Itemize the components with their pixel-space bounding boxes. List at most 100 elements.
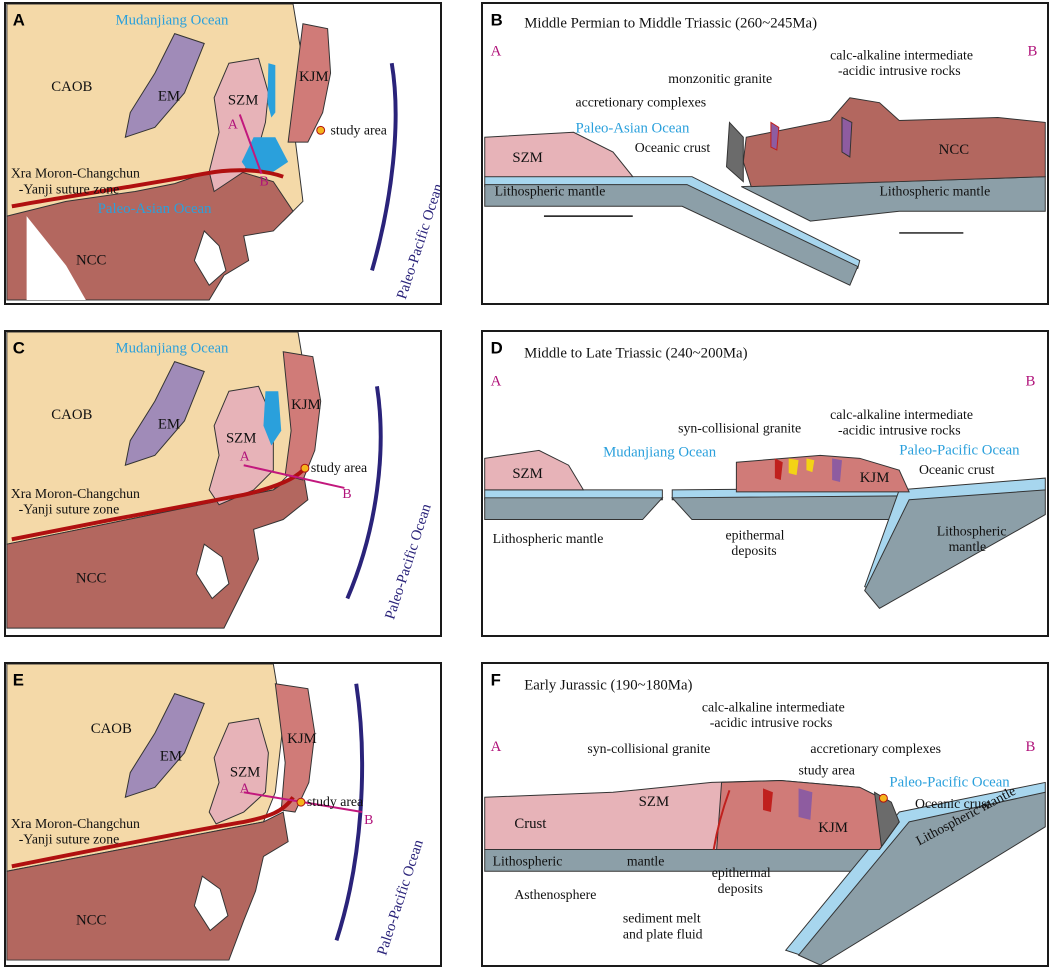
monzonitic-granite-body bbox=[770, 121, 780, 151]
suture-zone-line bbox=[11, 468, 305, 542]
sediment-melt-label-1: sediment melt bbox=[623, 911, 701, 926]
oceanic-crust-label: Oceanic crust bbox=[915, 796, 991, 811]
ncc-label: NCC bbox=[76, 571, 107, 587]
calc-alkaline-label-1: calc-alkaline intermediate bbox=[830, 47, 973, 62]
ncc-label: NCC bbox=[76, 253, 107, 269]
oceanic-crust-label: Oceanic crust bbox=[919, 462, 995, 477]
panel-title: Middle to Late Triassic (240~200Ma) bbox=[524, 346, 747, 362]
mudanjiang-ocean-label: Mudanjiang Ocean bbox=[115, 341, 229, 357]
panel-letter: A bbox=[13, 11, 25, 30]
suture-label-line2: -Yanji suture zone bbox=[19, 502, 120, 517]
szm-block bbox=[208, 717, 269, 825]
epithermal-deposit-1 bbox=[788, 458, 799, 476]
paleo-pacific-ocean-label: Paleo-Pacific Ocean bbox=[374, 837, 427, 957]
paleo-pacific-trench bbox=[370, 62, 398, 271]
suture-label-line1: Xra Moron-Changchun bbox=[11, 486, 140, 501]
oceanic-crust-label: Oceanic crust bbox=[635, 140, 711, 155]
syn-collisional-label: syn-collisional granite bbox=[678, 421, 801, 436]
em-block bbox=[124, 693, 205, 798]
point-b-label: B bbox=[342, 486, 351, 501]
kjm-label: KJM bbox=[287, 731, 317, 747]
paleo-asian-ocean-shape bbox=[241, 137, 289, 172]
intrusive-rock-body bbox=[832, 458, 842, 483]
mudanjiang-ocean-shape bbox=[263, 391, 282, 446]
study-area-marker bbox=[296, 797, 306, 807]
kjm-block bbox=[282, 351, 322, 481]
suture-label-line2: -Yanji suture zone bbox=[19, 832, 120, 847]
study-area-marker bbox=[300, 463, 310, 473]
lith-mid-label: mantle bbox=[627, 853, 665, 868]
lithospheric-mantle-left bbox=[484, 497, 664, 521]
suture-label-line1: Xra Moron-Changchun bbox=[11, 816, 140, 831]
intrusive-rock-body bbox=[841, 116, 853, 158]
thrust-fault bbox=[712, 789, 731, 850]
lith-left-label: Lithospheric mantle bbox=[493, 531, 604, 546]
szm-label: SZM bbox=[512, 150, 542, 166]
study-area-marker bbox=[316, 125, 326, 135]
intrusive-rock-body bbox=[798, 788, 813, 820]
mudanjiang-ocean-label: Mudanjiang Ocean bbox=[115, 13, 229, 29]
lithospheric-mantle-slab bbox=[797, 791, 1046, 965]
panel-letter: D bbox=[491, 339, 503, 358]
end-a-label: A bbox=[491, 373, 502, 389]
panel-f-svg: F Early Jurassic (190~180Ma) A B calc-al… bbox=[484, 671, 1046, 965]
epithermal-deposit-2 bbox=[806, 458, 815, 473]
szm-label: SZM bbox=[512, 466, 542, 482]
panel-c-map: C Mudanjiang Ocean CAOB EM SZM KJM study… bbox=[4, 330, 442, 637]
calc-alkaline-label-2: -acidic intrusive rocks bbox=[838, 63, 961, 78]
panel-a-map: A Mudanjiang Ocean CAOB EM SZM KJM study… bbox=[4, 2, 442, 305]
suture-label-line2: -Yanji suture zone bbox=[19, 181, 120, 196]
panel-b-section: B Middle Permian to Middle Triassic (260… bbox=[481, 2, 1049, 305]
suture-zone-line bbox=[11, 168, 284, 209]
epithermal-label-1: epithermal bbox=[726, 527, 785, 542]
panel-a-svg: A Mudanjiang Ocean CAOB EM SZM KJM study… bbox=[6, 4, 440, 301]
paleo-pacific-ocean-label: Paleo-Pacific Ocean bbox=[382, 501, 435, 621]
szm-label: SZM bbox=[226, 431, 256, 447]
lith-right-label-2: mantle bbox=[949, 539, 987, 554]
sediment-melt-label-2: and plate fluid bbox=[623, 926, 703, 941]
syn-collisional-label: syn-collisional granite bbox=[587, 741, 710, 756]
accretionary-complex bbox=[726, 121, 744, 183]
panel-letter: F bbox=[491, 671, 501, 690]
point-a-label: A bbox=[240, 780, 250, 795]
paleo-asian-ocean-label: Paleo-Asian Ocean bbox=[98, 201, 212, 217]
lith-left-label: Lithospheric mantle bbox=[495, 183, 606, 198]
lith-left-label: Lithospheric bbox=[493, 853, 563, 868]
kjm-block bbox=[287, 23, 332, 143]
study-area-label: study area bbox=[311, 460, 367, 475]
point-b-label: B bbox=[260, 174, 269, 189]
study-area-label: study area bbox=[307, 794, 363, 809]
study-area-label: study area bbox=[331, 122, 387, 137]
szm-block bbox=[484, 131, 634, 178]
caob-label: CAOB bbox=[51, 79, 92, 95]
syn-collisional-granite-body bbox=[763, 788, 773, 813]
panel-d-section: D Middle to Late Triassic (240~200Ma) A … bbox=[481, 330, 1049, 637]
caob-label: CAOB bbox=[51, 407, 92, 423]
panel-letter: E bbox=[13, 671, 24, 690]
mudanjiang-ocean-label: Mudanjiang Ocean bbox=[603, 444, 717, 460]
szm-block bbox=[484, 449, 585, 491]
point-a-label: A bbox=[240, 448, 250, 463]
panel-letter: B bbox=[491, 11, 503, 30]
kjm-label: KJM bbox=[291, 397, 321, 413]
lith-right-label-1: Lithospheric bbox=[937, 523, 1007, 538]
epithermal-label-2: deposits bbox=[731, 543, 776, 558]
lithospheric-mantle-left bbox=[484, 184, 859, 286]
szm-block bbox=[208, 57, 269, 193]
mudanjiang-ocean-shape bbox=[267, 63, 276, 118]
em-label: EM bbox=[158, 89, 180, 105]
paleo-pacific-label: Paleo-Pacific Ocean bbox=[889, 774, 1010, 790]
accretionary-label: accretionary complexes bbox=[576, 95, 707, 110]
monzonitic-granite-label: monzonitic granite bbox=[668, 71, 772, 86]
lithospheric-mantle-slab bbox=[864, 489, 1046, 609]
szm-label: SZM bbox=[230, 765, 260, 781]
paleo-pacific-trench bbox=[345, 385, 383, 600]
panel-letter: C bbox=[13, 339, 25, 358]
caob-label: CAOB bbox=[91, 721, 132, 737]
panel-f-section: F Early Jurassic (190~180Ma) A B calc-al… bbox=[481, 662, 1049, 967]
szm-label: SZM bbox=[228, 93, 258, 109]
calc-alkaline-label-1: calc-alkaline intermediate bbox=[830, 407, 973, 422]
ncc-label: NCC bbox=[939, 142, 970, 158]
calc-alkaline-label-2: -acidic intrusive rocks bbox=[710, 715, 833, 730]
em-label: EM bbox=[160, 749, 182, 765]
